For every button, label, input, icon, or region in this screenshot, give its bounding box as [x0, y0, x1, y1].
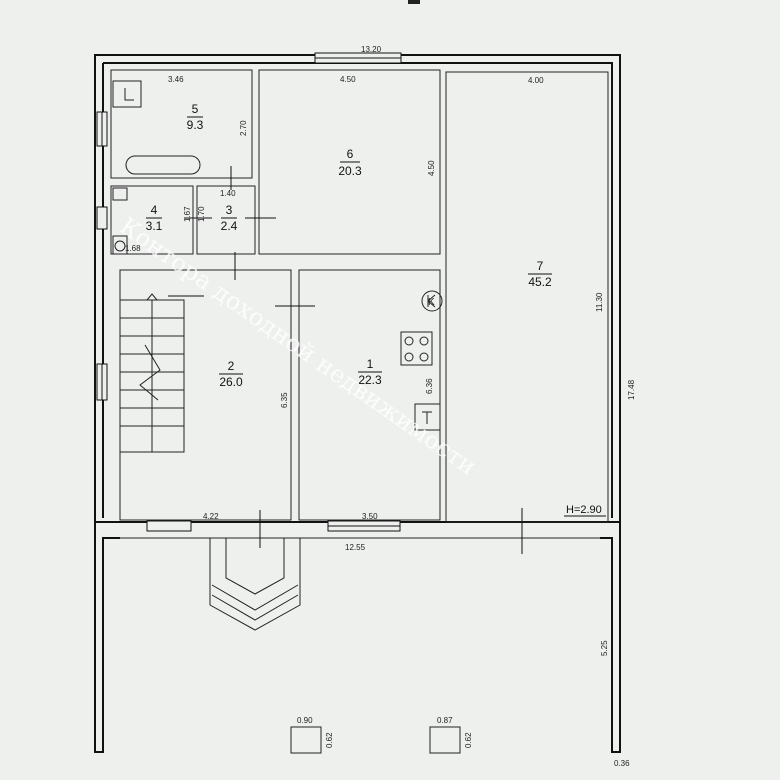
room-1: [298, 269, 443, 521]
room-2-area: 26.0: [219, 375, 243, 389]
dim-room2-height: 6.35: [280, 392, 289, 408]
tap-icon: [124, 88, 134, 101]
ceiling-height: H=2.90: [566, 504, 602, 516]
dim-room7-width: 4.00: [528, 76, 544, 85]
porch-steps: [209, 538, 301, 631]
room-1-area: 22.3: [358, 373, 382, 387]
stair-break-icon: [139, 344, 161, 401]
kitchen-symbol: K: [428, 297, 435, 308]
room-5: [110, 69, 253, 179]
dim-room5-width: 3.46: [168, 75, 184, 84]
dim-room2-width: 4.22: [203, 512, 219, 521]
top-edge-mark: [408, 0, 420, 4]
room-labels: 5 9.3 6 20.3 7 45.2 4 3.1 3 2.4 2 26.0 1…: [146, 102, 552, 389]
room-4: [110, 185, 194, 255]
dim-post1-width: 0.90: [297, 716, 313, 725]
dim-room7-height: 11.30: [595, 292, 604, 312]
dim-room3-width: 1.40: [220, 189, 236, 198]
windows: [96, 52, 402, 532]
sink-icon: [112, 80, 142, 108]
room-3: [196, 185, 256, 255]
dim-room4-width: 1.68: [125, 244, 141, 253]
room-5-number: 5: [192, 102, 199, 116]
dim-room6-width: 4.50: [340, 75, 356, 84]
dim-post1-depth: 0.62: [325, 732, 334, 748]
dim-wall-thickness: 0.36: [614, 759, 630, 768]
toilet-icon: [112, 235, 128, 255]
stair-steps: [120, 293, 184, 452]
dim-post2-width: 0.87: [437, 716, 453, 725]
door-marks: [168, 166, 523, 554]
bathtub-icon: [125, 155, 201, 175]
room-6-area: 20.3: [338, 164, 362, 178]
room-2: [119, 269, 292, 521]
room-7: [445, 71, 609, 523]
dim-overall-depth: 17.48: [627, 379, 636, 400]
dim-terrace-depth: 5.25: [600, 640, 609, 656]
room-7-area: 45.2: [528, 275, 552, 289]
post-2: [429, 726, 461, 754]
room-3-number: 3: [226, 203, 233, 217]
room-5-area: 9.3: [187, 118, 204, 132]
dim-terrace-width: 12.55: [345, 543, 366, 552]
boiler-icon: [421, 290, 443, 312]
dim-post2-depth: 0.62: [464, 732, 473, 748]
sink-icon: [414, 403, 441, 431]
post-1: [290, 726, 322, 754]
stove-icon: [400, 331, 433, 366]
room-4-area: 3.1: [146, 219, 163, 233]
room-6: [258, 69, 441, 255]
dim-room3-height: 1.70: [197, 206, 206, 222]
room-2-number: 2: [228, 359, 235, 373]
dim-room1-height: 6.36: [425, 378, 434, 394]
dim-room6-height: 4.50: [427, 160, 436, 176]
room-3-area: 2.4: [221, 219, 238, 233]
dimension-labels: 13.20 3.46 2.70 4.50 4.50 4.00 11.30 1.4…: [125, 45, 636, 768]
room-4-number: 4: [151, 203, 158, 217]
room-7-number: 7: [537, 259, 544, 273]
dim-overall-width: 13.20: [361, 45, 382, 54]
dim-room1-width: 3.50: [362, 512, 378, 521]
stair-arrow-icon: [146, 293, 158, 301]
basin-icon: [112, 187, 128, 201]
dim-room5-height: 2.70: [239, 120, 248, 136]
room-6-number: 6: [347, 147, 354, 161]
room-1-number: 1: [367, 357, 374, 371]
dim-room4-height: 1.67: [183, 206, 192, 222]
